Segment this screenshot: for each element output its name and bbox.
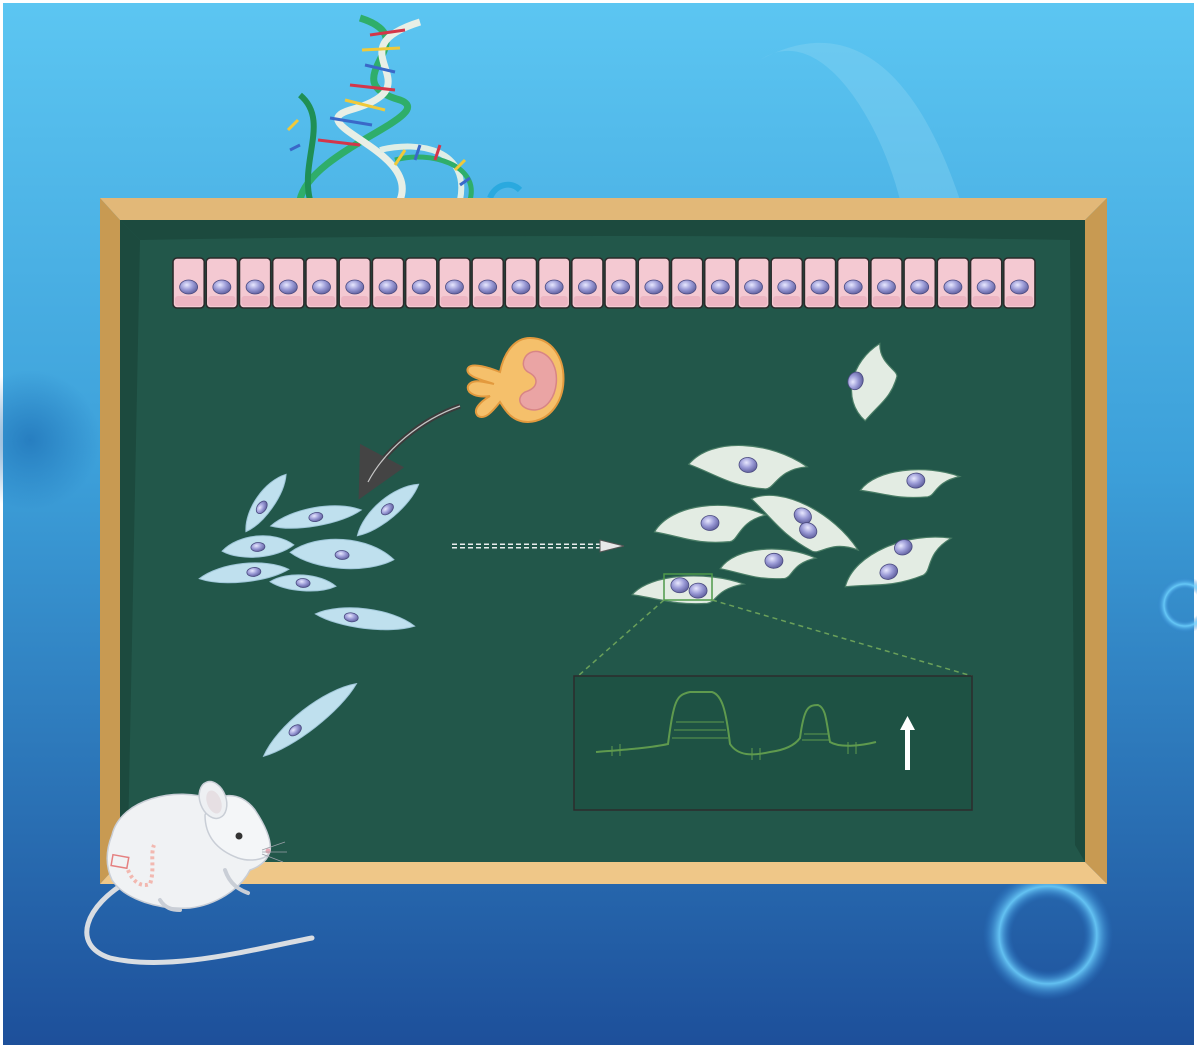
cell-nucleus: [778, 280, 796, 294]
cell-nucleus: [689, 583, 708, 599]
inset-panel: [574, 676, 972, 810]
epithelial-cell: [206, 258, 237, 308]
cell-nucleus: [445, 280, 463, 294]
epithelial-cell: [605, 258, 636, 308]
epithelial-cell: [173, 258, 204, 308]
epithelial-cell: [472, 258, 503, 308]
cell-nucleus: [765, 553, 784, 569]
board-frame-right: [1085, 198, 1107, 884]
epithelial-cell: [671, 258, 702, 308]
cell-nucleus: [678, 280, 696, 294]
cell-nucleus: [346, 280, 364, 294]
cell-nucleus: [512, 280, 530, 294]
cell-nucleus: [379, 280, 397, 294]
cell-nucleus: [545, 280, 563, 294]
epithelial-cell: [439, 258, 470, 308]
cell-nucleus: [612, 280, 630, 294]
epithelial-cell: [572, 258, 603, 308]
epithelial-cell: [273, 258, 304, 308]
epithelial-cell: [638, 258, 669, 308]
epithelial-cell: [505, 258, 536, 308]
cell-nucleus: [911, 280, 929, 294]
cell-nucleus: [213, 280, 231, 294]
epithelial-cell: [1004, 258, 1035, 308]
epithelial-cell: [971, 258, 1002, 308]
epithelial-cell: [406, 258, 437, 308]
epithelial-cell: [804, 258, 835, 308]
epithelial-cell: [539, 258, 570, 308]
cell-nucleus: [479, 280, 497, 294]
cell-nucleus: [412, 280, 430, 294]
cell-nucleus: [246, 280, 264, 294]
cell-nucleus: [180, 280, 198, 294]
board-frame-left: [100, 198, 120, 884]
cell-nucleus: [313, 280, 331, 294]
cell-nucleus: [877, 280, 895, 294]
epithelial-cell: [738, 258, 769, 308]
epithelial-cell: [705, 258, 736, 308]
mouse-eye: [236, 833, 243, 840]
cell-nucleus: [811, 280, 829, 294]
epithelial-cell: [372, 258, 403, 308]
cell-nucleus: [711, 280, 729, 294]
cell-nucleus: [671, 577, 690, 593]
cell-nucleus: [279, 280, 297, 294]
epithelial-cell: [771, 258, 802, 308]
epithelial-cell: [239, 258, 270, 308]
epithelial-cell: [339, 258, 370, 308]
cell-nucleus: [1010, 280, 1028, 294]
board-frame-top: [100, 198, 1107, 220]
epithelial-cell: [871, 258, 902, 308]
cell-nucleus: [578, 280, 596, 294]
epithelial-cell: [937, 258, 968, 308]
cell-nucleus: [844, 280, 862, 294]
epithelial-cell: [904, 258, 935, 308]
cell-nucleus: [944, 280, 962, 294]
epithelial-cell: [838, 258, 869, 308]
epithelial-cell: [306, 258, 337, 308]
chromatin-inset: [574, 676, 972, 810]
cell-nucleus: [977, 280, 995, 294]
cell-nucleus: [745, 280, 763, 294]
cell-nucleus: [645, 280, 663, 294]
